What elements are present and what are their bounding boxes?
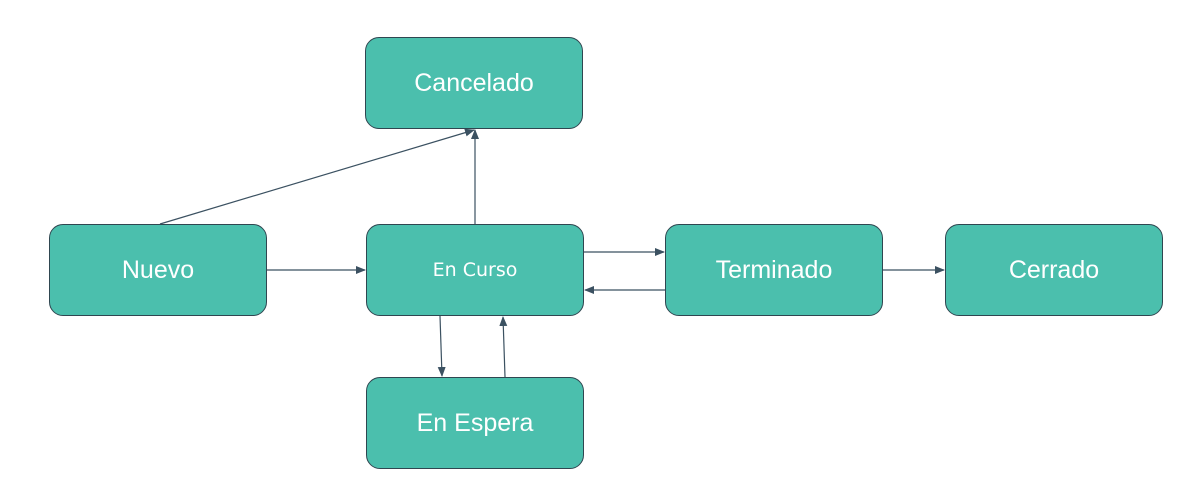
edge-en-curso-to-en-espera xyxy=(437,315,446,377)
node-label: En Espera xyxy=(416,408,534,437)
node-en-espera: En Espera xyxy=(366,377,584,469)
edge-en-espera-to-en-curso xyxy=(499,316,508,378)
node-label: Cancelado xyxy=(414,68,534,97)
node-nuevo: Nuevo xyxy=(49,224,267,316)
node-label: Cerrado xyxy=(1008,255,1100,284)
node-cancelado: Cancelado xyxy=(365,37,583,129)
node-en-curso: En Curso xyxy=(366,224,584,316)
node-label: En Curso xyxy=(432,259,518,281)
edge-nuevo-to-cancelado xyxy=(159,128,475,225)
node-label: Terminado xyxy=(715,255,833,284)
node-label: Nuevo xyxy=(121,255,195,284)
node-terminado: Terminado xyxy=(665,224,883,316)
node-cerrado: Cerrado xyxy=(945,224,1163,316)
